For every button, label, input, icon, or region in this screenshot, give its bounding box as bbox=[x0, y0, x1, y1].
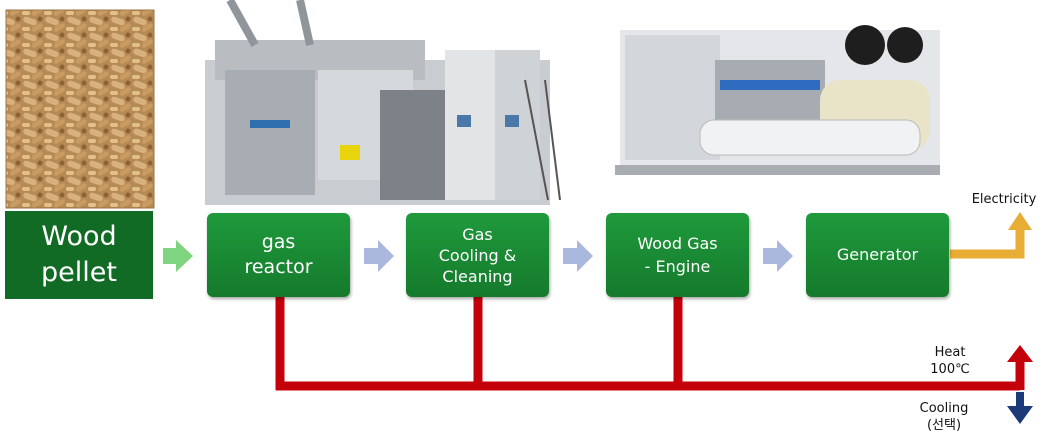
arrow-cooling-to-engine bbox=[563, 240, 593, 272]
wood-gas-engine-label: Wood Gas - Engine bbox=[637, 234, 718, 276]
gas-cooling-label: Gas Cooling & Cleaning bbox=[438, 224, 517, 286]
gas-reactor-label: gas reactor bbox=[244, 231, 313, 278]
arrow-reactor-to-cooling bbox=[364, 240, 394, 272]
cooling-label: Cooling (선택) bbox=[919, 401, 969, 433]
electricity-arrowhead bbox=[1008, 212, 1032, 230]
arrow-engine-to-generator bbox=[763, 240, 793, 272]
gas-engine-generator-icon bbox=[615, 25, 940, 175]
wood-pellets-icon bbox=[5, 9, 155, 209]
gas-cooling-box: Gas Cooling & Cleaning bbox=[406, 213, 549, 297]
arrow-pellet-to-reactor bbox=[163, 240, 193, 272]
electricity-label: Electricity bbox=[971, 192, 1037, 207]
heat-manifold bbox=[275, 297, 1025, 391]
cooling-arrow-shaft bbox=[1016, 392, 1024, 408]
gas-reactor-box: gas reactor bbox=[207, 213, 350, 297]
cooling-arrowhead bbox=[1007, 406, 1033, 424]
gasifier-plant-icon bbox=[205, 0, 561, 205]
electricity-line bbox=[950, 228, 1025, 259]
heat-arrowhead bbox=[1007, 345, 1033, 362]
generator-box: Generator bbox=[806, 213, 949, 297]
wood-pellet-label: Wood pellet bbox=[41, 221, 117, 288]
heat-label: Heat 100℃ bbox=[930, 345, 970, 377]
wood-pellet-box: Wood pellet bbox=[5, 211, 153, 299]
generator-label: Generator bbox=[836, 245, 919, 264]
wood-gas-engine-box: Wood Gas - Engine bbox=[606, 213, 749, 297]
